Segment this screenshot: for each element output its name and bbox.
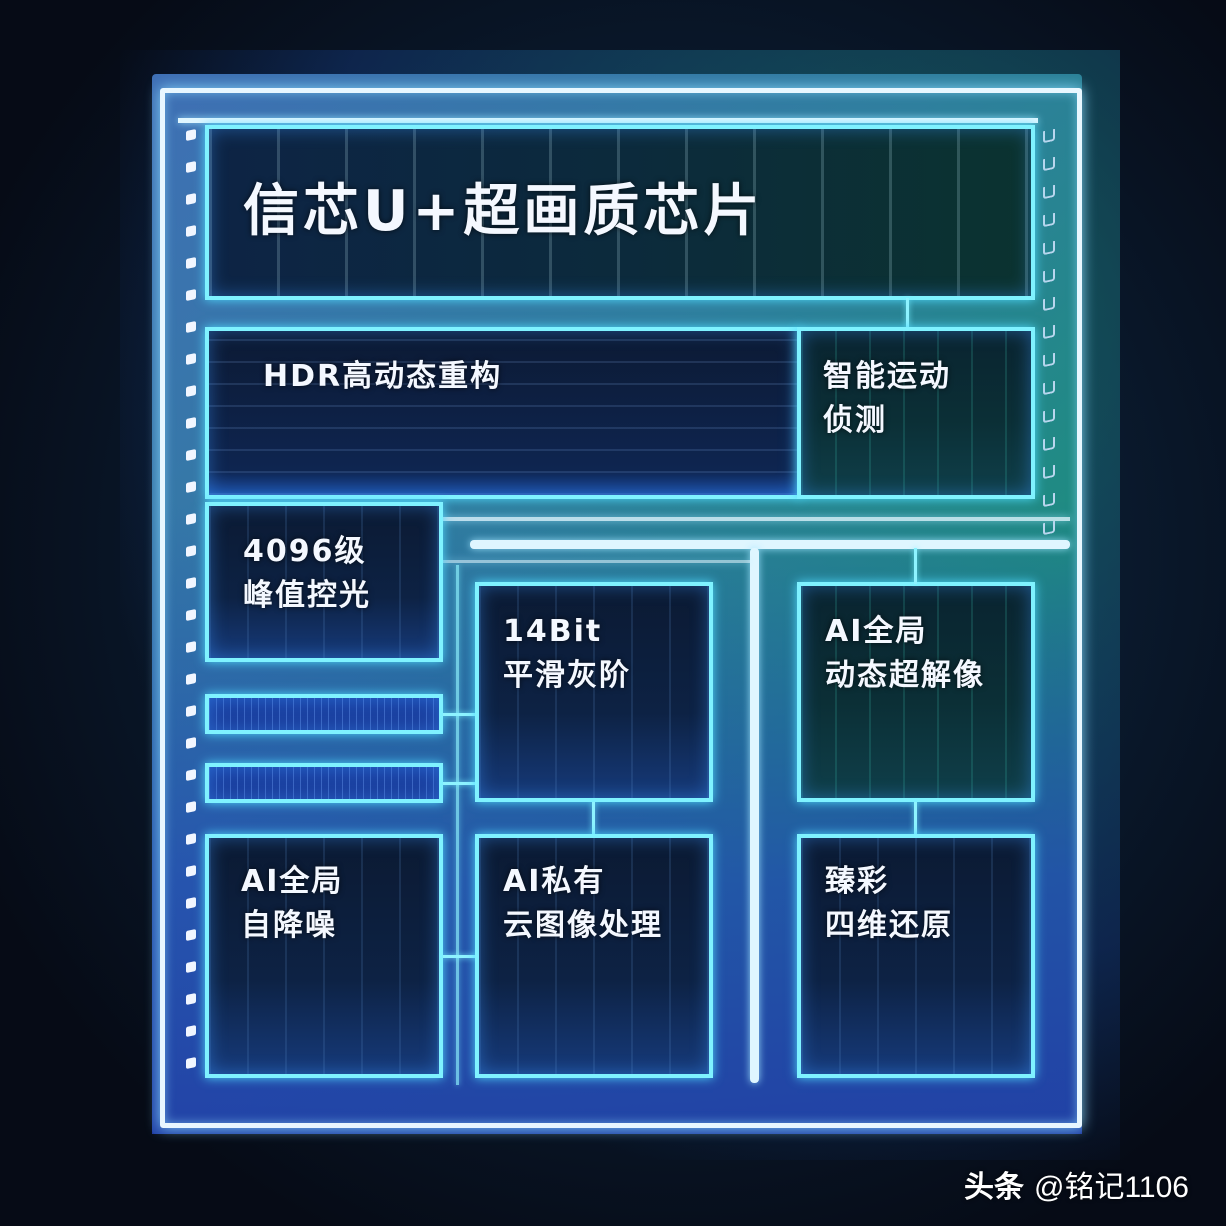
block-hdr-label: HDR高动态重构 <box>263 359 503 394</box>
block-denoise-label-line2: 自降噪 <box>241 908 337 943</box>
pin-icon <box>1043 128 1055 144</box>
pin-icon <box>186 672 196 686</box>
pin-icon <box>186 192 196 206</box>
pin-icon <box>1043 268 1055 284</box>
pin-icon <box>186 544 196 558</box>
pin-icon <box>186 896 196 910</box>
bus-bar <box>470 540 1070 549</box>
pin-icon <box>186 832 196 846</box>
pin-icon <box>186 864 196 878</box>
connector-bus-superres <box>914 548 917 584</box>
title-block: 信芯U+超画质芯片 <box>205 125 1035 300</box>
pin-icon <box>186 288 196 302</box>
block-motion-detection: 智能运动 侦测 <box>797 327 1035 499</box>
pin-icon <box>186 448 196 462</box>
pin-icon <box>186 704 196 718</box>
pin-icon <box>186 640 196 654</box>
connector-superres-color <box>914 802 917 834</box>
pin-icon <box>186 1024 196 1038</box>
block-cloud-label-line2: 云图像处理 <box>503 908 663 943</box>
pin-icon <box>186 320 196 334</box>
connector-strip1 <box>443 713 478 716</box>
mid-thin-line <box>440 560 750 563</box>
connector-strip2 <box>443 782 478 785</box>
pin-icon <box>1043 212 1055 228</box>
pin-icon <box>186 608 196 622</box>
pin-icon <box>186 160 196 174</box>
block-grayscale-label-line1: 14Bit <box>503 614 603 649</box>
block-peak-light: 4096级 峰值控光 <box>205 502 443 662</box>
pin-icon <box>186 224 196 238</box>
left-pin-column <box>186 128 196 1070</box>
pin-icon <box>186 1056 196 1070</box>
watermark: 头条 @铭记1106 <box>964 1162 1189 1206</box>
block-cloud-label-line1: AI私有 <box>503 864 606 899</box>
connector-denoise-cloud <box>443 955 478 958</box>
memory-strip-2 <box>205 763 443 803</box>
block-peak-label-line1: 4096级 <box>243 534 367 569</box>
block-14bit-grayscale: 14Bit 平滑灰阶 <box>475 582 713 802</box>
pin-icon <box>186 128 196 142</box>
watermark-handle: @铭记1106 <box>1034 1171 1189 1204</box>
mid-rail-line <box>440 517 1070 521</box>
pin-icon <box>1043 492 1055 508</box>
pin-icon <box>1043 240 1055 256</box>
vertical-bus-bar <box>750 548 759 1083</box>
right-pin-column <box>1043 128 1055 536</box>
block-hdr: HDR高动态重构 <box>205 327 801 499</box>
connector-grayscale-cloud <box>592 802 595 834</box>
pin-icon <box>1043 464 1055 480</box>
block-color-restoration: 臻彩 四维还原 <box>797 834 1035 1078</box>
pin-icon <box>186 480 196 494</box>
pin-icon <box>1043 408 1055 424</box>
left-trace <box>456 565 459 1085</box>
pin-icon <box>186 512 196 526</box>
chip-outer-frame <box>160 88 1082 1128</box>
pin-icon <box>186 768 196 782</box>
pin-icon <box>1043 436 1055 452</box>
pin-icon <box>186 576 196 590</box>
pin-icon <box>1043 184 1055 200</box>
pin-icon <box>186 960 196 974</box>
chip-title: 信芯U+超画质芯片 <box>243 179 764 244</box>
block-grayscale-label-line2: 平滑灰阶 <box>503 658 631 693</box>
pin-icon <box>1043 520 1055 536</box>
pin-icon <box>1043 324 1055 340</box>
connector-title-motion <box>906 298 909 328</box>
pin-icon <box>1043 296 1055 312</box>
pin-icon <box>186 928 196 942</box>
block-motion-label-line2: 侦测 <box>823 403 887 438</box>
block-superres-label-line2: 动态超解像 <box>825 658 985 693</box>
block-color-label-line2: 四维还原 <box>825 908 953 943</box>
block-color-label-line1: 臻彩 <box>825 864 889 899</box>
pin-icon <box>1043 380 1055 396</box>
block-ai-cloud-processing: AI私有 云图像处理 <box>475 834 713 1078</box>
block-ai-super-resolution: AI全局 动态超解像 <box>797 582 1035 802</box>
memory-strip-1 <box>205 694 443 734</box>
block-superres-label-line1: AI全局 <box>825 614 928 649</box>
pin-icon <box>186 992 196 1006</box>
block-peak-label-line2: 峰值控光 <box>243 578 371 613</box>
block-motion-label-line1: 智能运动 <box>823 359 951 394</box>
pin-icon <box>186 352 196 366</box>
top-rail-line <box>178 118 1038 123</box>
pin-icon <box>186 384 196 398</box>
pin-icon <box>186 256 196 270</box>
watermark-brand: 头条 <box>964 1171 1024 1204</box>
pin-icon <box>1043 352 1055 368</box>
block-denoise-label-line1: AI全局 <box>241 864 344 899</box>
pin-icon <box>186 416 196 430</box>
pin-icon <box>186 800 196 814</box>
pin-icon <box>1043 156 1055 172</box>
pin-icon <box>186 736 196 750</box>
block-ai-denoise: AI全局 自降噪 <box>205 834 443 1078</box>
